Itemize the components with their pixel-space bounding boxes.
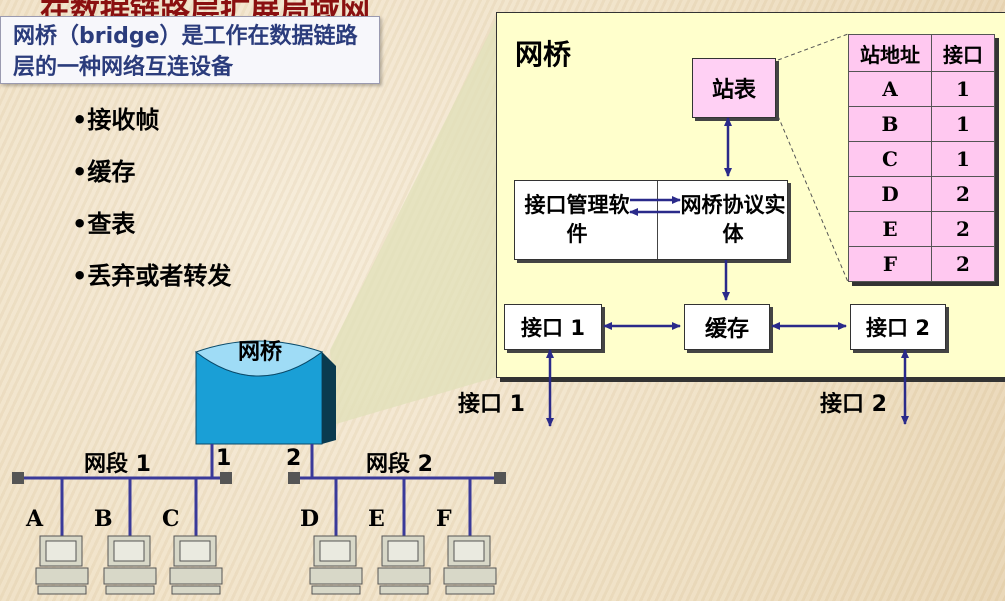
interface-mgmt-label: 接口管理软件 bbox=[524, 193, 630, 246]
bullet-receive: •接收帧 bbox=[72, 106, 160, 134]
computer-icon-a bbox=[35, 535, 89, 595]
table-cell: 1 bbox=[931, 141, 995, 177]
table-cell: 1 bbox=[931, 106, 995, 142]
computer-icon-c bbox=[169, 535, 223, 595]
table-cell: F bbox=[848, 246, 932, 282]
computer-icon-e bbox=[377, 535, 431, 595]
table-header-port: 接口 bbox=[931, 34, 995, 72]
host-label-c: C bbox=[162, 506, 180, 532]
bullet-buffer: •缓存 bbox=[72, 158, 136, 186]
station-table-box: 站表 bbox=[692, 58, 776, 118]
segment2-label: 网段 2 bbox=[366, 452, 433, 477]
table-cell: D bbox=[848, 176, 932, 212]
lan-cables bbox=[18, 444, 500, 540]
internal-arrows bbox=[546, 117, 909, 427]
table-cell: 2 bbox=[931, 176, 995, 212]
table-cell: A bbox=[848, 71, 932, 107]
software-divider bbox=[657, 181, 658, 259]
port1-external-label: 接口 1 bbox=[458, 392, 525, 417]
bridge-port2-number: 2 bbox=[286, 446, 302, 471]
table-cell: 1 bbox=[931, 71, 995, 107]
table-header-address: 站地址 bbox=[848, 34, 932, 72]
segment1-label: 网段 1 bbox=[84, 452, 151, 477]
host-label-a: A bbox=[26, 506, 44, 532]
table-cell: 2 bbox=[931, 211, 995, 247]
host-label-e: E bbox=[368, 506, 385, 532]
computer-icons bbox=[35, 535, 497, 595]
computer-icon-b bbox=[103, 535, 157, 595]
host-label-b: B bbox=[94, 506, 113, 532]
panel-title: 网桥 bbox=[515, 38, 572, 71]
buffer-box: 缓存 bbox=[684, 304, 770, 350]
table-cell: 2 bbox=[931, 246, 995, 282]
computer-icon-f bbox=[443, 535, 497, 595]
port1-box: 接口 1 bbox=[504, 304, 602, 350]
host-label-f: F bbox=[436, 506, 452, 532]
bullet-forward: •丢弃或者转发 bbox=[72, 262, 232, 290]
table-cell: B bbox=[848, 106, 932, 142]
port2-box: 接口 2 bbox=[850, 304, 946, 350]
bridge-port1-number: 1 bbox=[216, 446, 232, 471]
protocol-entity-label: 网桥协议实体 bbox=[680, 193, 786, 246]
port2-external-label: 接口 2 bbox=[820, 392, 887, 417]
bullet-lookup: •查表 bbox=[72, 210, 136, 238]
definition-text: 网桥（bridge）是工作在数据链路层的一种网络互连设备 bbox=[13, 24, 358, 80]
computer-icon-d bbox=[309, 535, 363, 595]
bridge-software-box: 接口管理软件 网桥协议实体 bbox=[514, 180, 788, 260]
bridge-label: 网桥 bbox=[238, 340, 283, 365]
cable-terminators bbox=[12, 472, 506, 484]
host-label-d: D bbox=[300, 506, 320, 532]
bridge-device-icon bbox=[194, 340, 336, 445]
definition-box: 网桥（bridge）是工作在数据链路层的一种网络互连设备 bbox=[0, 16, 380, 84]
